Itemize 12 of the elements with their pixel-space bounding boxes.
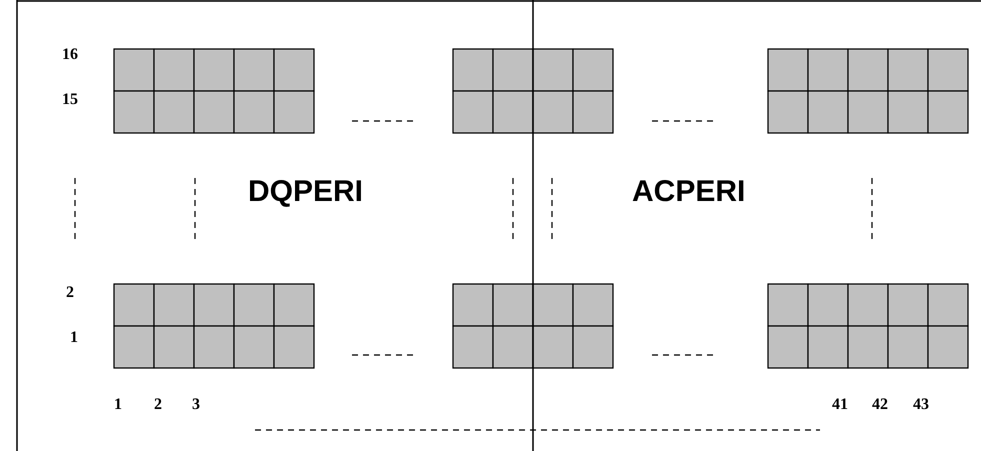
column-number: 2 [154, 396, 162, 414]
region-label: ACPERI [632, 175, 746, 209]
row-number: 15 [62, 91, 78, 109]
row-number: 1 [70, 329, 78, 347]
column-number: 43 [913, 396, 929, 414]
column-number: 42 [872, 396, 888, 414]
column-number: 1 [114, 396, 122, 414]
column-number: 3 [192, 396, 200, 414]
row-number: 2 [66, 284, 74, 302]
column-number: 41 [832, 396, 848, 414]
region-label: DQPERI [248, 175, 364, 209]
row-number: 16 [62, 46, 78, 64]
